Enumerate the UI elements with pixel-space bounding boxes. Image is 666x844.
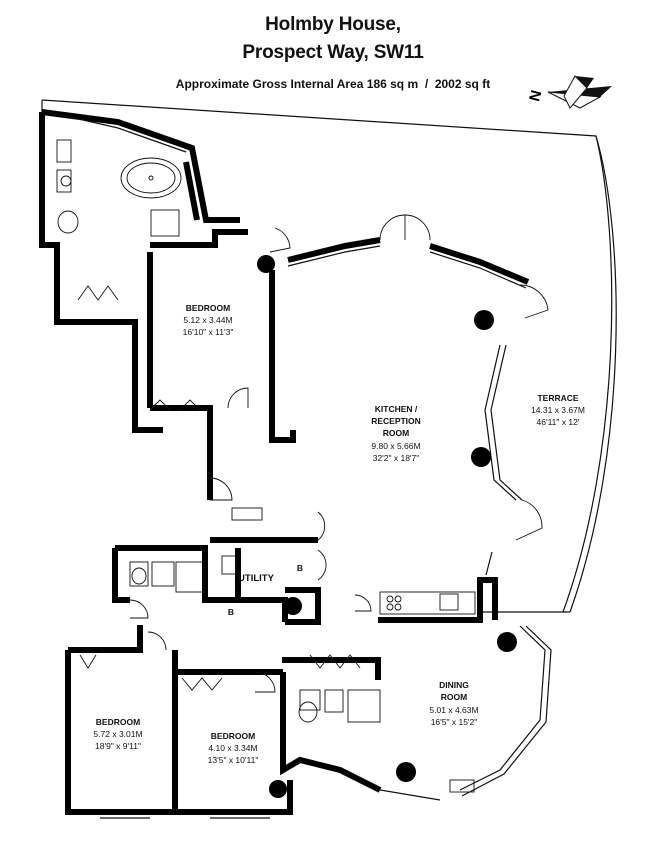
bedroom-top-name: BEDROOM: [186, 303, 230, 313]
area-sqm: 186 sq m: [366, 77, 419, 91]
terrace-metric: 14.31 x 3.67M: [531, 405, 585, 415]
glazing: [47, 111, 552, 819]
bedroom-left-name: BEDROOM: [96, 717, 140, 727]
room-bedroom-mid: BEDROOM 4.10 x 3.34M 13'5" x 10'11": [208, 731, 259, 765]
terrace-name: TERRACE: [537, 393, 578, 403]
bedroom-mid-name: BEDROOM: [211, 731, 255, 741]
area-summary: Approximate Gross Internal Area 186 sq m…: [0, 77, 666, 91]
door-swings: [129, 214, 549, 693]
bedroom-left-metric: 5.72 x 3.01M: [93, 729, 142, 739]
boiler-label-2: B: [228, 607, 234, 617]
bedroom-top-metric: 5.12 x 3.44M: [183, 315, 232, 325]
bedroom-top-imperial: 16'10" x 11'3": [183, 327, 234, 337]
dining-name-line1: DINING: [439, 680, 469, 690]
compass-north-letter: N: [526, 88, 545, 103]
kitchen-name-line3: ROOM: [383, 428, 409, 438]
bedroom-mid-metric: 4.10 x 3.34M: [208, 743, 257, 753]
room-kitchen: KITCHEN / RECEPTION ROOM 9.80 x 5.66M 32…: [371, 404, 421, 463]
kitchen-name-line1: KITCHEN /: [375, 404, 418, 414]
boiler-label-1: B: [297, 563, 303, 573]
bedroom-mid-imperial: 13'5" x 10'11": [208, 755, 259, 765]
room-bedroom-left: BEDROOM 5.72 x 3.01M 18'9" x 9'11": [93, 717, 142, 751]
wardrobes: [77, 285, 361, 691]
area-separator: /: [424, 77, 429, 91]
walls: [39, 109, 530, 815]
area-sqft: 2002 sq ft: [434, 77, 491, 91]
room-terrace: TERRACE 14.31 x 3.67M 46'11" x 12': [531, 393, 585, 427]
kitchen-name-line2: RECEPTION: [371, 416, 421, 426]
kitchen-imperial: 32'2" x 18'7": [373, 453, 420, 463]
title-line-2: Prospect Way, SW11: [242, 42, 424, 63]
utility-name: UTILITY: [238, 573, 275, 584]
dining-name-line2: ROOM: [441, 692, 467, 702]
kitchen-metric: 9.80 x 5.66M: [371, 441, 420, 451]
dining-imperial: 16'5" x 15'2": [431, 717, 478, 727]
terrace-imperial: 46'11" x 12': [537, 417, 580, 427]
title-line-1: Holmby House,: [265, 14, 401, 35]
terrace-outline: [41, 99, 617, 613]
bedroom-left-imperial: 18'9" x 9'11": [95, 741, 141, 751]
area-label: Approximate Gross Internal Area: [175, 77, 364, 91]
room-bedroom-top: BEDROOM 5.12 x 3.44M 16'10" x 11'3": [183, 303, 234, 337]
structural-columns: [257, 255, 517, 798]
fixtures: [56, 139, 476, 793]
room-dining: DINING ROOM 5.01 x 4.63M 16'5" x 15'2": [429, 680, 478, 727]
dining-metric: 5.01 x 4.63M: [429, 705, 478, 715]
compass-icon: N: [526, 75, 612, 109]
room-utility: UTILITY: [238, 573, 275, 584]
